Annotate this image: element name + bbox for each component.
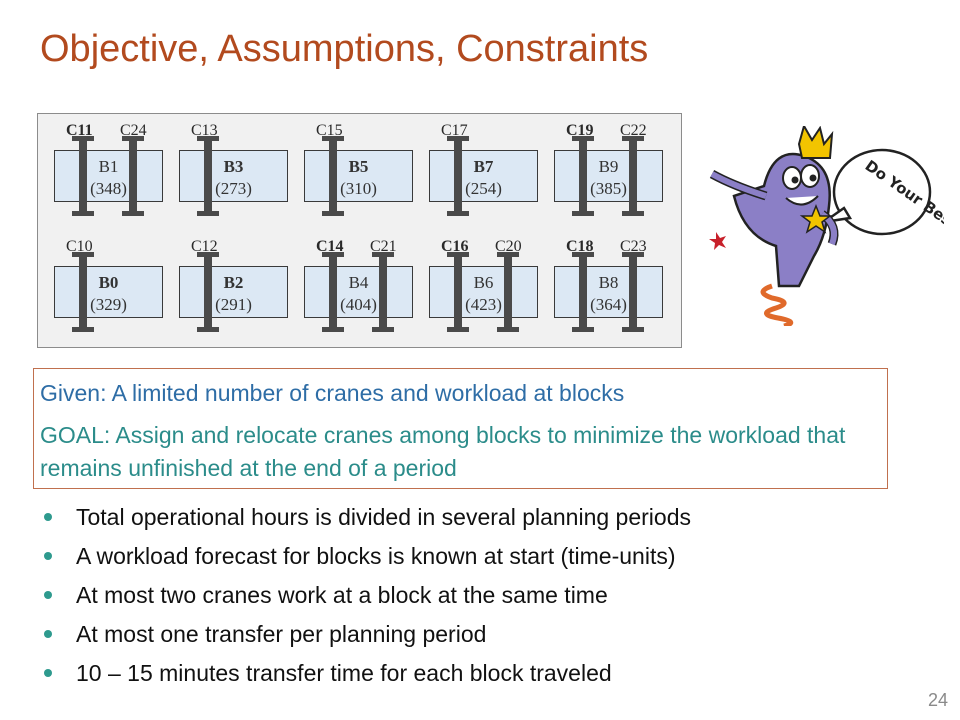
block-name: B2 xyxy=(223,273,244,292)
block-b2: B2 (291) xyxy=(179,266,288,318)
crane-icon xyxy=(122,136,144,216)
list-item: Total operational hours is divided in se… xyxy=(44,498,691,537)
bullet-icon xyxy=(44,591,52,599)
crane-label-c10: C10 xyxy=(66,238,93,255)
bullet-icon xyxy=(44,552,52,560)
block-name: B3 xyxy=(223,157,244,176)
crane-label-c20: C20 xyxy=(495,238,522,255)
crane-label-c14: C14 xyxy=(316,238,344,255)
crane-label-c24: C24 xyxy=(120,122,147,139)
block-b0: B0 (329) xyxy=(54,266,163,318)
crane-label-c17: C17 xyxy=(441,122,468,139)
crane-label-c19: C19 xyxy=(566,122,594,139)
crane-icon xyxy=(622,252,644,332)
block-name: B5 xyxy=(348,157,369,176)
crane-label-c23: C23 xyxy=(620,238,647,255)
block-workload: (385) xyxy=(590,179,627,198)
block-name: B4 xyxy=(348,273,369,292)
block-name: B1 xyxy=(98,157,119,176)
list-item: A workload forecast for blocks is known … xyxy=(44,537,691,576)
page-number: 24 xyxy=(928,690,949,710)
list-item: 10 – 15 minutes transfer time for each b… xyxy=(44,654,691,693)
crane-icon xyxy=(447,136,469,216)
block-b5: B5 (310) xyxy=(304,150,413,202)
block-name: B8 xyxy=(598,273,619,292)
bullet-icon xyxy=(44,630,52,638)
block-workload: (254) xyxy=(465,179,502,198)
crane-icon xyxy=(497,252,519,332)
block-b7: B7 (254) xyxy=(429,150,538,202)
assumptions-list: Total operational hours is divided in se… xyxy=(44,498,691,693)
block-workload: (310) xyxy=(340,179,377,198)
speech-bubble xyxy=(832,148,932,236)
block-b4: B4 (404) xyxy=(304,266,413,318)
crane-icon xyxy=(72,252,94,332)
block-b9: B9 (385) xyxy=(554,150,663,202)
block-b1: B1 (348) xyxy=(54,150,163,202)
crane-icon xyxy=(197,252,219,332)
crane-icon xyxy=(622,136,644,216)
crane-label-c22: C22 xyxy=(620,122,647,139)
crane-icon xyxy=(572,136,594,216)
crane-label-c11: C11 xyxy=(66,122,93,139)
crane-label-c21: C21 xyxy=(370,238,397,255)
list-item: At most two cranes work at a block at th… xyxy=(44,576,691,615)
block-b3: B3 (273) xyxy=(179,150,288,202)
block-name: B6 xyxy=(473,273,494,292)
crane-icon xyxy=(197,136,219,216)
goal-given-text: Given: A limited number of cranes and wo… xyxy=(40,380,625,406)
crane-icon xyxy=(322,252,344,332)
slide-title: Objective, Assumptions, Constraints xyxy=(40,28,649,70)
block-workload: (364) xyxy=(590,295,627,314)
crane-label-c16: C16 xyxy=(441,238,469,255)
block-b6: B6 (423) xyxy=(429,266,538,318)
crane-icon xyxy=(322,136,344,216)
block-b8: B8 (364) xyxy=(554,266,663,318)
crane-icon xyxy=(372,252,394,332)
block-workload: (291) xyxy=(215,295,252,314)
crane-label-c13: C13 xyxy=(191,122,218,139)
block-workload: (423) xyxy=(465,295,502,314)
bullet-icon xyxy=(44,669,52,677)
crane-icon xyxy=(447,252,469,332)
block-name: B9 xyxy=(598,157,619,176)
block-name: B7 xyxy=(473,157,494,176)
list-item: At most one transfer per planning period xyxy=(44,615,691,654)
crane-icon xyxy=(72,136,94,216)
crane-label-c12: C12 xyxy=(191,238,218,255)
crane-label-c15: C15 xyxy=(316,122,343,139)
block-workload: (348) xyxy=(90,179,127,198)
crane-icon xyxy=(572,252,594,332)
goal-box xyxy=(33,368,888,489)
bullet-icon xyxy=(44,513,52,521)
block-workload: (404) xyxy=(340,295,377,314)
block-workload: (329) xyxy=(90,295,127,314)
cartoon-character: Do Your Best! xyxy=(709,126,944,326)
block-workload: (273) xyxy=(215,179,252,198)
goal-text: GOAL: Assign and relocate cranes among b… xyxy=(40,422,846,481)
block-name: B0 xyxy=(98,273,119,292)
crane-label-c18: C18 xyxy=(566,238,594,255)
